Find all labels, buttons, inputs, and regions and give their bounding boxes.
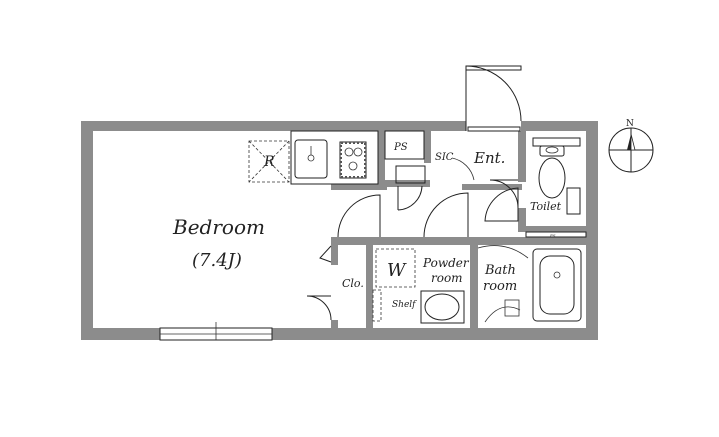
closet: Clo.	[306, 245, 364, 321]
ps-side-label: PS	[549, 233, 556, 238]
ps-top-label: PS	[393, 142, 408, 153]
bedroom-label: Bedroom	[172, 215, 265, 239]
ps-box-top: PS	[384, 130, 425, 160]
compass-north-label: N	[626, 119, 634, 129]
window-bottom	[159, 322, 273, 341]
powder-room-label-2: room	[431, 271, 463, 285]
washer-space: W	[375, 248, 416, 288]
washer-label: W	[387, 260, 407, 281]
bedroom-size-label: (7.4J)	[192, 250, 242, 271]
bathtub-icon	[532, 248, 582, 322]
bath-room-label-1: Bath	[484, 263, 516, 278]
door-swings	[337, 165, 519, 238]
washbasin	[420, 290, 465, 324]
sic-label: SIC	[435, 152, 454, 163]
toilet-room: Toilet	[489, 137, 581, 215]
stove-icon	[339, 141, 367, 179]
kitchen-counter	[290, 130, 379, 185]
bath-room-label-2: room	[483, 279, 517, 294]
shelf-label: Shelf	[392, 300, 417, 310]
washbasin-icon	[424, 293, 460, 321]
sink-icon	[294, 139, 328, 179]
toilet-icon	[538, 157, 566, 199]
powder-room-label-1: Powder	[422, 256, 470, 270]
ps-box-side: PS	[525, 231, 587, 238]
interior-walls	[331, 131, 586, 328]
exterior-walls	[81, 121, 598, 340]
toilet-label: Toilet	[530, 200, 562, 213]
closet-label: Clo.	[342, 277, 364, 290]
entrance-label: Ent.	[473, 149, 505, 167]
shelf: Shelf	[372, 289, 417, 322]
entrance-step-arc	[451, 157, 475, 181]
refrigerator-label: R	[263, 154, 275, 170]
compass-icon: N	[608, 119, 654, 173]
bath-room: Bath room	[477, 245, 582, 323]
entrance-door	[465, 65, 522, 132]
refrigerator-space: R	[248, 140, 290, 183]
